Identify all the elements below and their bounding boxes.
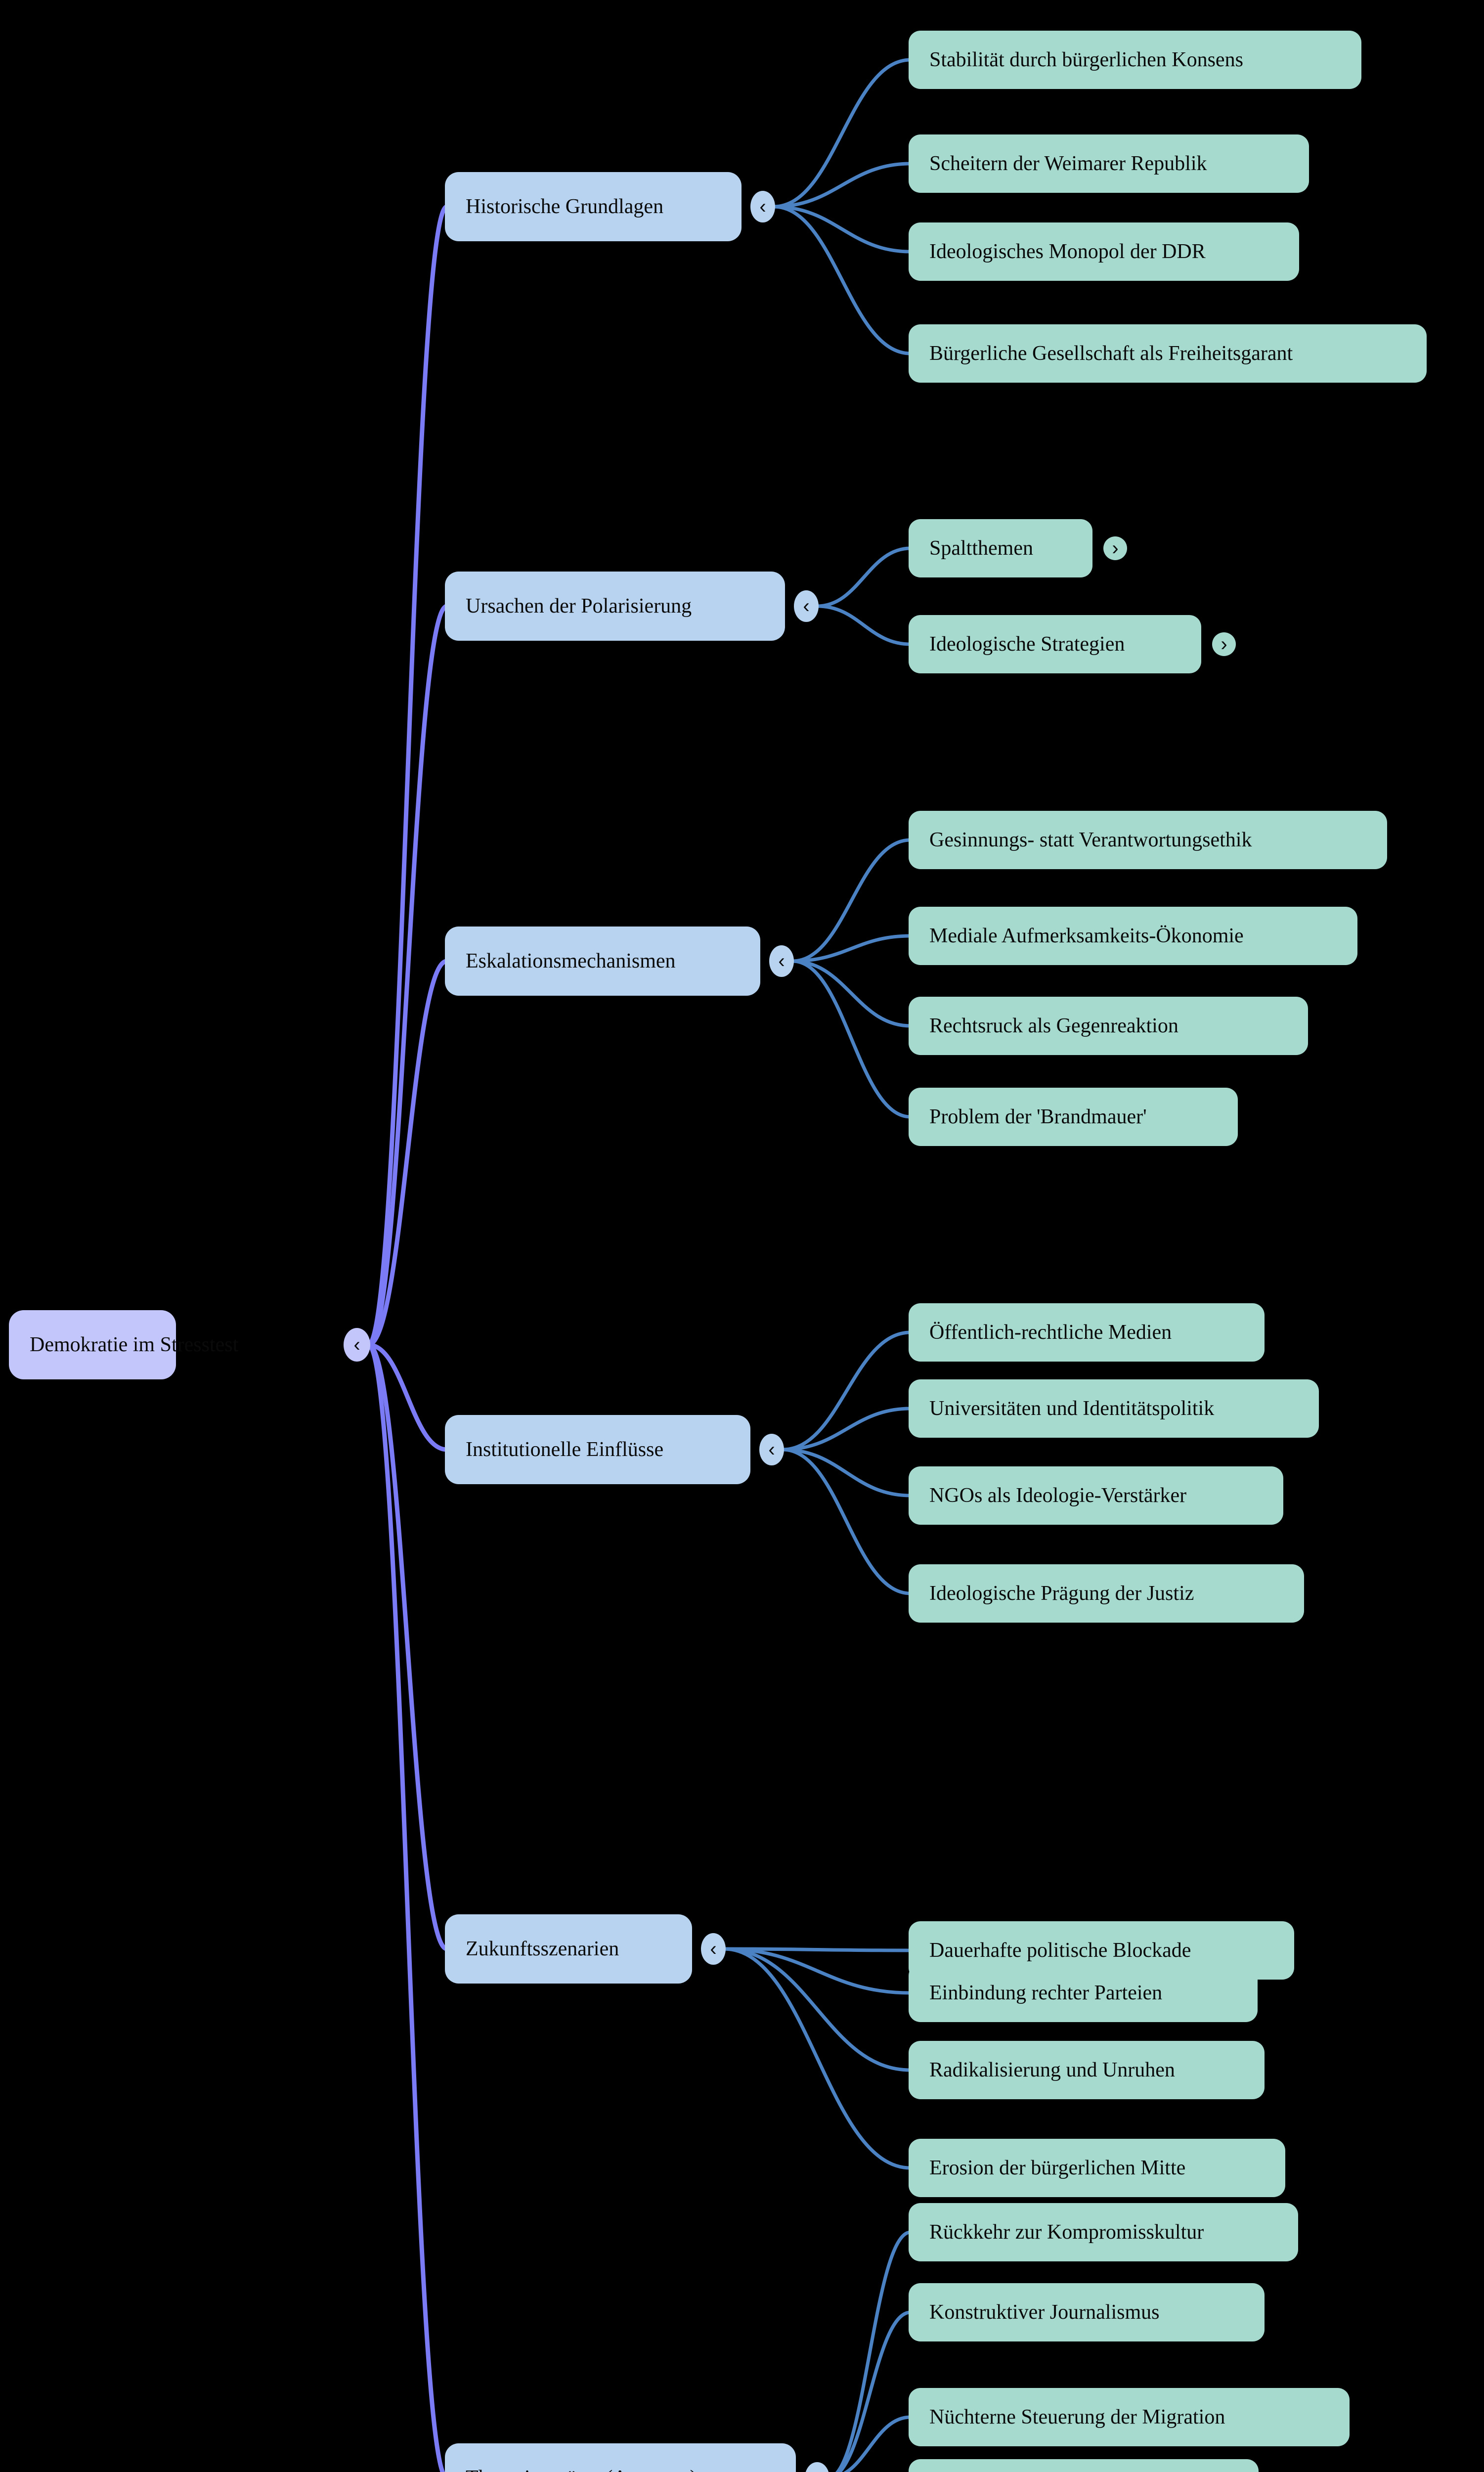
branch-2-node[interactable]: Ursachen der Polarisierung <box>445 572 785 641</box>
edge <box>835 2230 913 2472</box>
branch-4-leaf-1-node-label: Öffentlich-rechtliche Medien <box>929 1321 1172 1344</box>
branch-4-node-label: Institutionelle Einflüsse <box>466 1438 664 1461</box>
branch-1-leaf-4-node-label: Bürgerliche Gesellschaft als Freiheitsga… <box>929 342 1293 365</box>
branch-2-collapse-toggle-icon[interactable]: ‹ <box>794 590 819 622</box>
branch-4-leaf-4-node-label: Ideologische Prägung der Justiz <box>929 1582 1194 1605</box>
branch-2-leaf-2-node-label: Ideologische Strategien <box>929 633 1125 656</box>
edge <box>790 838 913 963</box>
branch-4-collapse-toggle-icon[interactable]: ‹ <box>759 1434 784 1465</box>
branch-5-leaf-4-node-label: Erosion der bürgerlichen Mitte <box>929 2157 1186 2179</box>
edge <box>815 546 913 608</box>
edge <box>781 1407 913 1452</box>
branch-6-collapse-toggle-icon[interactable]: ‹ <box>805 2462 829 2472</box>
edge <box>815 604 913 646</box>
branch-4-leaf-3-node[interactable]: NGOs als Ideologie-Verstärker <box>909 1466 1283 1525</box>
branch-5-leaf-3-node[interactable]: Radikalisierung und Unruhen <box>909 2041 1265 2099</box>
edge <box>722 1947 913 1952</box>
edge <box>790 959 913 1119</box>
branch-1-leaf-2-node[interactable]: Scheitern der Weimarer Republik <box>909 134 1309 193</box>
branch-3-leaf-1-node-label: Gesinnungs- statt Verantwortungsethik <box>929 829 1252 851</box>
root-node-label: Demokratie im Stresstest <box>30 1333 239 1356</box>
edge <box>366 604 449 1347</box>
branch-4-leaf-3-node-label: NGOs als Ideologie-Verstärker <box>929 1484 1187 1507</box>
branch-1-leaf-2-node-label: Scheitern der Weimarer Republik <box>929 152 1207 175</box>
branch-3-leaf-4-node-label: Problem der 'Brandmauer' <box>929 1105 1147 1128</box>
branch-6-leaf-1-node[interactable]: Rückkehr zur Kompromisskultur <box>909 2203 1298 2261</box>
branch-1-collapse-toggle-icon[interactable]: ‹ <box>750 191 775 222</box>
branch-1-leaf-3-node[interactable]: Ideologisches Monopol der DDR <box>909 222 1299 281</box>
branch-3-leaf-1-node[interactable]: Gesinnungs- statt Verantwortungsethik <box>909 811 1387 869</box>
branch-2-leaf-1-node[interactable]: Spaltthemen <box>909 519 1092 577</box>
branch-1-leaf-1-node[interactable]: Stabilität durch bürgerlichen Konsens <box>909 31 1361 89</box>
branch-6-leaf-1-node-label: Rückkehr zur Kompromisskultur <box>929 2221 1204 2244</box>
edge <box>790 934 913 963</box>
edge <box>843 2415 913 2472</box>
branch-2-leaf-2-node[interactable]: Ideologische Strategien <box>909 615 1201 673</box>
edge <box>366 1342 449 1951</box>
edge <box>772 205 913 355</box>
edge <box>781 1330 913 1452</box>
branch-5-leaf-2-node-label: Einbindung rechter Parteien <box>929 1982 1163 2004</box>
branch-6-leaf-4-node[interactable]: Leistungsorientierte Bildung <box>909 2459 1259 2472</box>
edge <box>722 1947 913 1995</box>
edge <box>781 1448 913 1498</box>
branch-3-leaf-3-node[interactable]: Rechtsruck als Gegenreaktion <box>909 997 1308 1055</box>
branch-3-leaf-4-node[interactable]: Problem der 'Brandmauer' <box>909 1088 1238 1146</box>
branch-5-leaf-2-node[interactable]: Einbindung rechter Parteien <box>909 1964 1258 2022</box>
branch-3-leaf-2-node[interactable]: Mediale Aufmerksamkeits-Ökonomie <box>909 907 1357 965</box>
branch-1-leaf-3-node-label: Ideologisches Monopol der DDR <box>929 240 1206 263</box>
edge <box>772 205 913 254</box>
edge <box>722 1947 913 2072</box>
branch-6-leaf-2-node-label: Konstruktiver Journalismus <box>929 2301 1160 2324</box>
edge <box>366 959 449 1347</box>
branch-6-leaf-2-node[interactable]: Konstruktiver Journalismus <box>909 2283 1265 2341</box>
branch-5-node-label: Zukunftsszenarien <box>466 1938 619 1960</box>
edge <box>772 162 913 209</box>
root-node[interactable]: Demokratie im Stresstest <box>9 1310 238 1379</box>
branch-1-node[interactable]: Historische Grundlagen <box>445 172 742 241</box>
branch-5-node[interactable]: Zukunftsszenarien <box>445 1914 692 1984</box>
branch-3-node-label: Eskalationsmechanismen <box>466 950 676 972</box>
branch-4-leaf-2-node-label: Universitäten und Identitätspolitik <box>929 1397 1215 1420</box>
branch-2-leaf-1-expand-toggle-icon[interactable]: › <box>1103 536 1127 560</box>
branch-6-leaf-3-node[interactable]: Nüchterne Steuerung der Migration <box>909 2388 1350 2446</box>
branch-4-leaf-1-node[interactable]: Öffentlich-rechtliche Medien <box>909 1303 1265 1362</box>
branch-5-leaf-1-node-label: Dauerhafte politische Blockade <box>929 1939 1191 1962</box>
edge <box>722 1947 913 2170</box>
branch-6-node-label: Therapieansätze (Auswege) <box>445 2468 718 2472</box>
branch-6-node[interactable]: Therapieansätze (Auswege) <box>445 2443 796 2472</box>
edge <box>772 58 913 209</box>
branch-3-leaf-2-node-label: Mediale Aufmerksamkeits-Ökonomie <box>929 925 1244 947</box>
branch-2-node-label: Ursachen der Polarisierung <box>466 595 692 618</box>
branch-2-leaf-2-expand-toggle-icon[interactable]: › <box>1212 632 1236 656</box>
branch-1-node-label: Historische Grundlagen <box>466 195 664 218</box>
edge <box>366 204 449 1347</box>
branch-6-leaf-3-node-label: Nüchterne Steuerung der Migration <box>929 2406 1225 2428</box>
edge <box>781 1448 913 1595</box>
branch-4-node[interactable]: Institutionelle Einflüsse <box>445 1415 750 1484</box>
branch-3-collapse-toggle-icon[interactable]: ‹ <box>769 945 794 977</box>
branch-4-leaf-4-node[interactable]: Ideologische Prägung der Justiz <box>909 1564 1304 1623</box>
branch-3-node[interactable]: Eskalationsmechanismen <box>445 927 760 996</box>
branch-5-collapse-toggle-icon[interactable]: ‹ <box>701 1933 726 1965</box>
branch-5-leaf-3-node-label: Radikalisierung und Unruhen <box>929 2059 1175 2081</box>
branch-3-leaf-3-node-label: Rechtsruck als Gegenreaktion <box>929 1015 1178 1037</box>
branch-1-leaf-1-node-label: Stabilität durch bürgerlichen Konsens <box>929 48 1243 71</box>
branch-5-leaf-4-node[interactable]: Erosion der bürgerlichen Mitte <box>909 2139 1285 2197</box>
root-collapse-toggle-icon[interactable]: ‹ <box>344 1328 370 1362</box>
branch-2-leaf-1-node-label: Spaltthemen <box>929 537 1033 560</box>
branch-1-leaf-4-node[interactable]: Bürgerliche Gesellschaft als Freiheitsga… <box>909 324 1427 383</box>
edge <box>837 2310 913 2472</box>
edge <box>790 959 913 1028</box>
edge <box>366 1342 449 1452</box>
edge <box>366 1342 445 2472</box>
branch-4-leaf-2-node[interactable]: Universitäten und Identitätspolitik <box>909 1379 1319 1438</box>
